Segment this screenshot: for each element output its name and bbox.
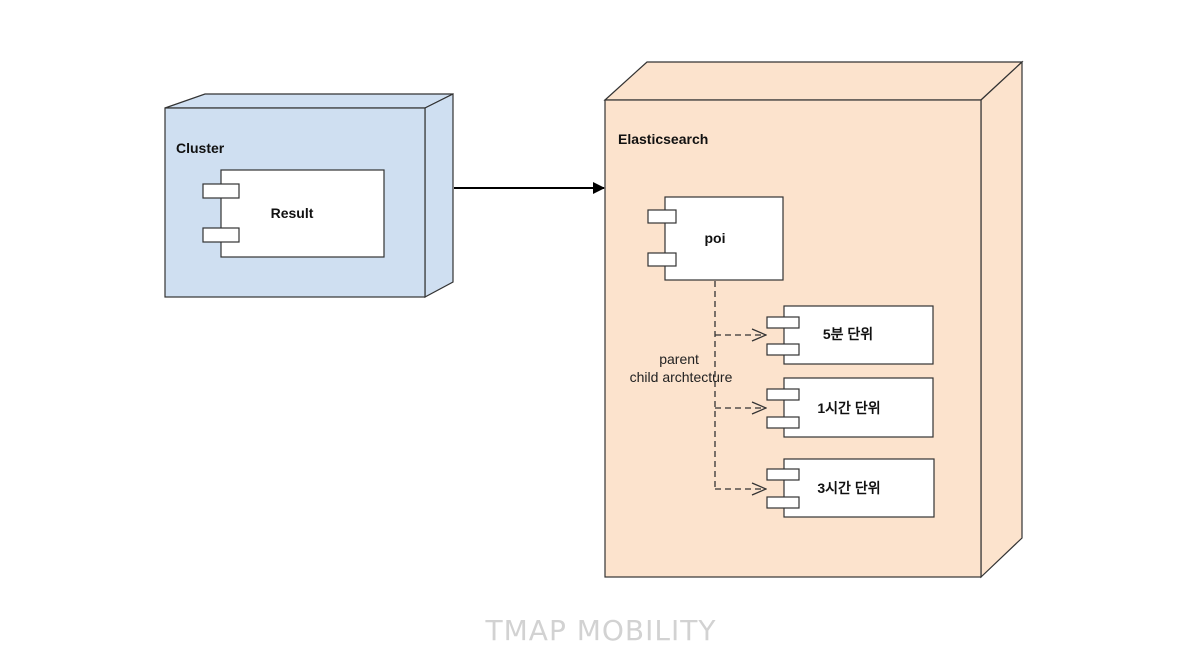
result-component-label: Result bbox=[271, 205, 314, 221]
component-port-icon bbox=[766, 416, 800, 429]
elasticsearch-node: Elasticsearch poi parent child archtectu… bbox=[603, 60, 1024, 579]
child-component-3hour: 3시간 단위 bbox=[766, 458, 935, 518]
component-port-icon bbox=[766, 343, 800, 356]
child-component-label: 5분 단위 bbox=[823, 326, 873, 342]
cluster-node-title: Cluster bbox=[176, 140, 225, 156]
poi-component-label: poi bbox=[705, 230, 726, 246]
child-component-label: 3시간 단위 bbox=[817, 480, 880, 496]
result-component: Result bbox=[202, 169, 385, 258]
dependency-connectors bbox=[714, 281, 766, 489]
component-port-icon bbox=[202, 227, 240, 243]
cluster-node: Cluster Result bbox=[164, 93, 454, 299]
watermark-logo: TMAP MOBILITY bbox=[485, 614, 717, 647]
component-port-icon bbox=[766, 468, 800, 481]
elasticsearch-node-title: Elasticsearch bbox=[618, 131, 708, 147]
component-port-icon bbox=[766, 388, 800, 401]
component-port-icon bbox=[647, 252, 677, 267]
component-port-icon bbox=[647, 209, 677, 224]
cluster-node-top bbox=[164, 93, 454, 109]
component-port-icon bbox=[202, 183, 240, 199]
elasticsearch-node-side bbox=[980, 60, 1023, 579]
elasticsearch-node-top bbox=[603, 61, 1024, 101]
cluster-node-side bbox=[424, 93, 454, 299]
component-port-icon bbox=[766, 316, 800, 329]
poi-component: poi bbox=[647, 196, 784, 281]
component-port-icon bbox=[766, 496, 800, 509]
relationship-note-line1: parent bbox=[659, 351, 699, 367]
relationship-note: parent child archtecture bbox=[630, 351, 733, 385]
relationship-note-line2: child archtecture bbox=[630, 369, 733, 385]
child-component-1hour: 1시간 단위 bbox=[766, 377, 934, 438]
child-component-label: 1시간 단위 bbox=[817, 400, 880, 416]
child-component-5min: 5분 단위 bbox=[766, 305, 934, 365]
